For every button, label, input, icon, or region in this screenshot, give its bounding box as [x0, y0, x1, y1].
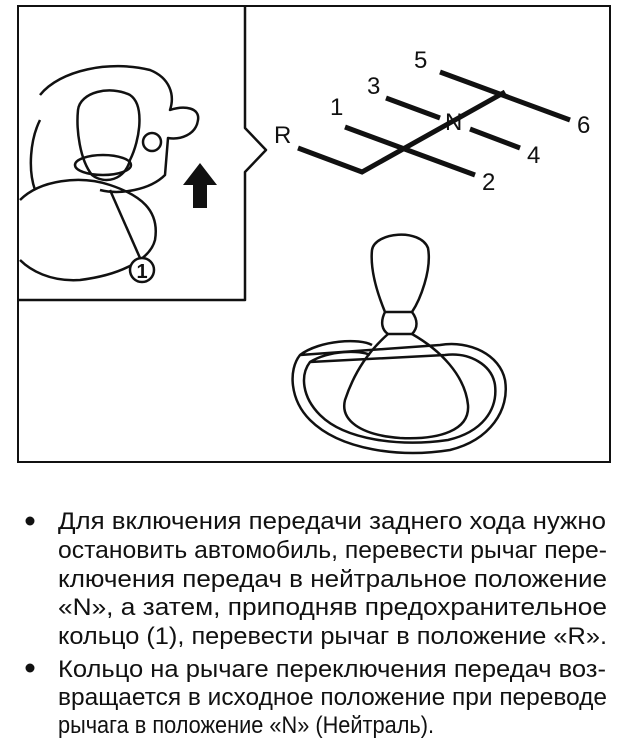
hand-lifting-ring-illustration — [19, 64, 200, 282]
callout-number: 1 — [136, 261, 147, 283]
gear-label-3: 3 — [367, 73, 380, 100]
arrow-up-icon — [183, 163, 217, 208]
bullet-1-line-3: ключения передач в нейтральное положение — [58, 566, 607, 593]
shift-pattern-diagram — [297, 69, 571, 178]
callout-circle — [128, 256, 156, 284]
bullet-2-line-1: Кольцо на рычаге переключения передач во… — [58, 656, 606, 683]
bullet-1-line-4: «N», а затем, приподняв предохранительно… — [58, 594, 607, 621]
figure-frame — [17, 5, 611, 463]
bullet-1-line-1: Для включения передачи заднего хода нужн… — [58, 508, 606, 535]
gear-label-5: 5 — [414, 47, 427, 74]
bullet-1-line-2: остановить автомобиль, перевести рычаг п… — [58, 537, 607, 564]
bullet-icon — [25, 516, 35, 526]
gear-label-1: 1 — [330, 94, 343, 121]
gear-label-n: N — [445, 109, 462, 136]
gear-label-2: 2 — [482, 169, 495, 196]
gear-label-6: 6 — [577, 112, 590, 139]
inset-frame — [18, 6, 268, 302]
bullet-icon — [25, 663, 35, 673]
gear-label-4: 4 — [527, 142, 540, 169]
gear-label-r: R — [274, 122, 291, 149]
bullet-1-line-5: кольцо (1), перевести рычаг в положение … — [58, 623, 607, 650]
instruction-list: Для включения передачи заднего хода нужн… — [25, 508, 607, 739]
bullet-2-line-3: рычага в положение «N» (Нейтраль). — [58, 712, 434, 739]
gear-lever-knob-illustration — [291, 233, 507, 455]
bullet-2-line-2: вращается в исходное положение при перев… — [58, 684, 607, 711]
